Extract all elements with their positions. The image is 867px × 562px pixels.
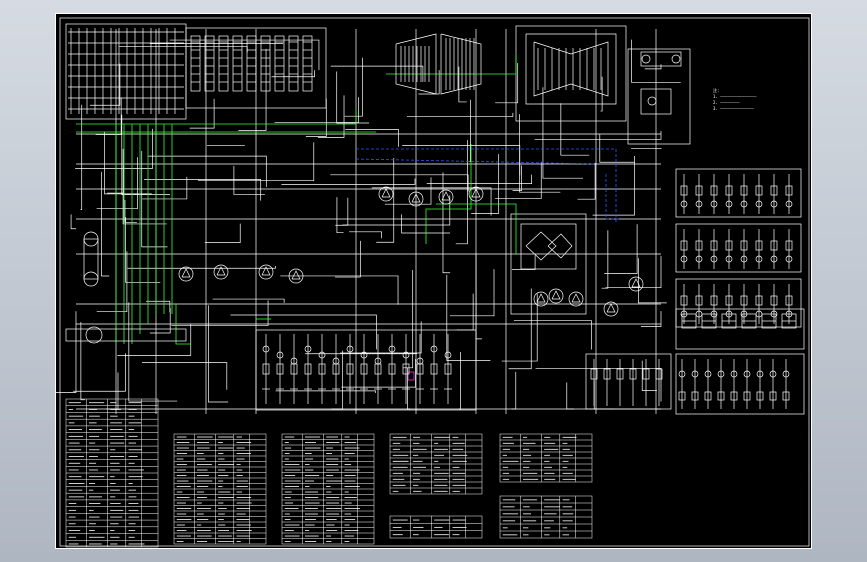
piping-lines-feedwater xyxy=(76,54,517,345)
note-line-2: 2. ———————— xyxy=(713,100,740,105)
schematic-canvas xyxy=(56,17,810,548)
equipment-tables xyxy=(65,398,593,548)
note-line-3: 3. —————————————— xyxy=(713,106,754,111)
note-line-1: 1. ——————————————— xyxy=(713,94,757,99)
signal-lines xyxy=(355,148,621,224)
drawing-sheet[interactable]: 注: 1. ——————————————— 2. ———————— 3. ———… xyxy=(55,13,812,549)
piping-lines-main xyxy=(56,17,810,547)
drawing-notes: 注: 1. ——————————————— 2. ———————— 3. ———… xyxy=(713,88,808,112)
notes-header: 注: xyxy=(713,88,720,93)
equipment-symbols xyxy=(65,33,797,401)
